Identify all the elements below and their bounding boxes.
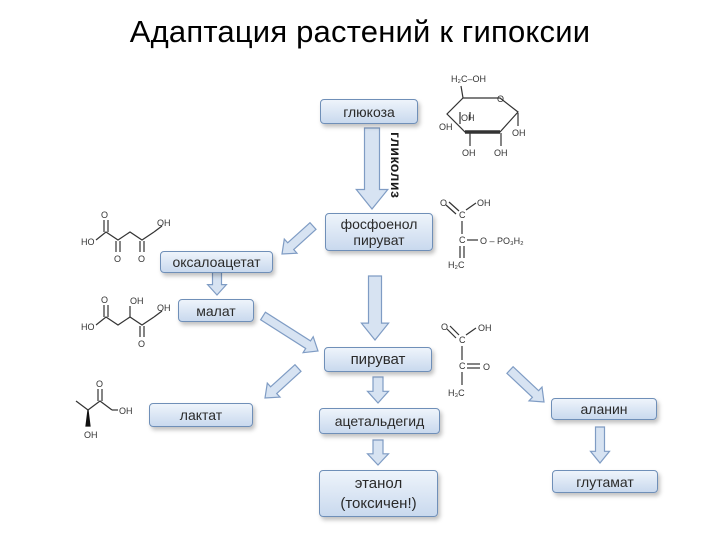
node-oxaloacetate-label: оксалоацетат	[172, 254, 261, 270]
node-alanine-label: аланин	[580, 401, 628, 417]
node-glucose: глюкоза	[320, 99, 418, 124]
node-acetaldehyde-label: ацетальдегид	[334, 413, 425, 429]
node-alanine: аланин	[551, 398, 657, 420]
node-lactate-label: лактат	[179, 407, 223, 423]
node-ethanol-line1: этанол	[354, 474, 403, 492]
arrow-oxaloacetate-to-malate	[206, 271, 228, 296]
node-glutamate: глутамат	[552, 470, 658, 493]
node-malate-label: малат	[196, 302, 236, 319]
node-oxaloacetate: оксалоацетат	[160, 251, 273, 273]
arrow-pyruvate-to-alanine	[506, 365, 545, 403]
node-glucose-label: глюкоза	[343, 103, 395, 120]
arrow-pyruvate-to-acetaldehyde	[366, 376, 390, 404]
node-glutamate-label: глутамат	[576, 473, 634, 490]
node-pyruvate: пируват	[324, 347, 432, 372]
arrow-pep-to-oxaloacetate	[281, 221, 317, 255]
node-ethanol-line2: (токсичен!)	[340, 494, 417, 512]
node-acetaldehyde: ацетальдегид	[319, 408, 440, 434]
node-lactate: лактат	[149, 403, 253, 427]
arrow-glucose-to-pep	[355, 127, 390, 210]
node-pyruvate-label: пируват	[350, 350, 406, 368]
node-pep-line1: фосфоенол	[340, 216, 418, 232]
node-pep-line2: пируват	[353, 232, 405, 248]
arrow-pep-to-pyruvate	[360, 275, 390, 341]
arrow-pyruvate-to-lactate	[264, 363, 302, 399]
arrow-alanine-to-glutamate	[589, 426, 611, 464]
page-title: Адаптация растений к гипоксии	[129, 14, 591, 49]
node-ethanol: этанол (токсичен!)	[319, 470, 438, 517]
glycolysis-label: гликолиз	[388, 132, 404, 199]
node-phosphoenolpyruvate: фосфоенол пируват	[325, 213, 433, 251]
node-malate: малат	[178, 299, 254, 322]
arrow-malate-to-pyruvate	[259, 311, 319, 354]
arrow-acetaldehyde-to-ethanol	[366, 439, 390, 466]
